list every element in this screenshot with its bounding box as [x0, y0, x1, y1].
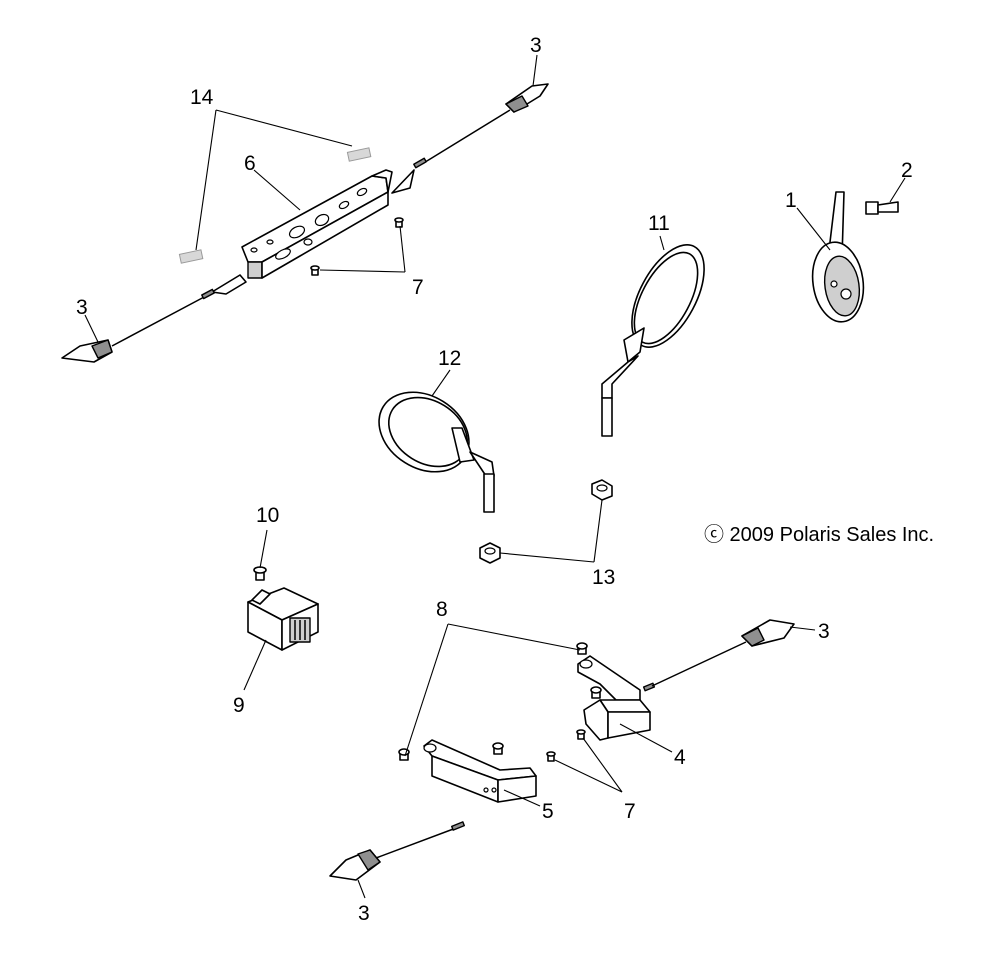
front-bracket-bolt — [590, 686, 602, 699]
turn-signal-rear-left — [61, 288, 215, 363]
front-bolt — [576, 642, 588, 655]
callout-mirror-right: 11 — [648, 212, 670, 235]
callout-front-bolts: 8 — [436, 598, 448, 621]
front-screw — [546, 751, 556, 762]
callout-labels: 1 2 3 3 3 3 4 5 6 7 7 8 9 10 11 12 13 14 — [76, 34, 913, 925]
leader-lines — [84, 54, 906, 899]
mirror-nut-upper — [591, 479, 613, 501]
callout-horn: 1 — [785, 189, 797, 212]
turn-signal-front-right — [651, 619, 795, 687]
callout-rear-screws: 7 — [412, 276, 424, 299]
rear-signal-bracket — [211, 169, 415, 295]
front-bracket-left — [423, 739, 537, 803]
mirror-left — [378, 391, 495, 513]
turn-signal-front-left — [329, 821, 466, 881]
decal-lower — [178, 249, 204, 264]
rear-bracket-screw — [310, 265, 320, 276]
front-bracket-right — [577, 655, 656, 741]
front-bolt — [398, 748, 410, 761]
callout-signal-front-right: 3 — [818, 620, 830, 643]
callout-rear-bracket: 6 — [244, 152, 256, 175]
callout-flasher-relay: 9 — [233, 694, 245, 717]
horn — [811, 191, 865, 323]
callout-front-bracket-left: 5 — [542, 800, 554, 823]
turn-signal-rear-right — [413, 83, 549, 169]
decal-upper — [346, 147, 372, 162]
relay-screw — [253, 566, 267, 581]
callout-signal-front-left: 3 — [358, 902, 370, 925]
flasher-relay — [247, 587, 319, 651]
mirror-right — [601, 244, 705, 437]
decal-set — [178, 147, 372, 264]
callout-mirror-nuts: 13 — [592, 566, 615, 589]
front-screw — [576, 729, 586, 740]
copyright-notice: ⓒ 2009 Polaris Sales Inc. — [704, 523, 934, 546]
rear-bracket-screw — [394, 217, 404, 228]
callout-mirror-left: 12 — [438, 347, 461, 370]
callout-signal-rear-right: 3 — [530, 34, 542, 57]
callout-horn-bolt: 2 — [901, 159, 913, 182]
callout-relay-screw: 10 — [256, 504, 279, 527]
callout-front-bracket-right: 4 — [674, 746, 686, 769]
callout-signal-rear-left: 3 — [76, 296, 88, 319]
callout-front-screws: 7 — [624, 800, 636, 823]
mirror-nut-lower — [479, 542, 501, 564]
front-bracket-bolt — [492, 742, 504, 755]
horn-bolt — [865, 201, 899, 215]
callout-decals: 14 — [190, 86, 214, 109]
